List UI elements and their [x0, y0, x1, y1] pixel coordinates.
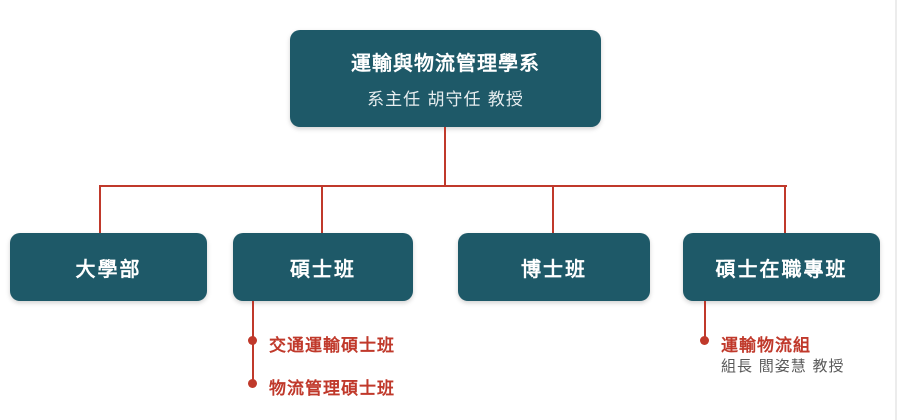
connector-drop-doctoral — [552, 185, 554, 233]
bullet-dot — [248, 379, 257, 388]
bullet-dot — [248, 336, 257, 345]
node-doctoral: 博士班 — [458, 233, 650, 301]
connector-horizontal — [99, 185, 787, 187]
bullet-dot — [700, 336, 709, 345]
group-leader-text: 組長 閻姿慧 教授 — [721, 357, 845, 375]
root-subtitle: 系主任 胡守任 教授 — [367, 90, 524, 110]
node-label: 大學部 — [75, 256, 142, 281]
connector-drop-masters-inservice — [784, 185, 786, 233]
node-undergraduate: 大學部 — [10, 233, 207, 301]
node-label: 碩士班 — [290, 256, 356, 281]
node-label: 碩士在職專班 — [715, 256, 848, 281]
sub-item-traffic-masters: 交通運輸碩士班 — [269, 336, 395, 356]
node-label: 博士班 — [521, 256, 587, 281]
sub-item-logistics-masters: 物流管理碩士班 — [269, 379, 395, 399]
connector-root-down — [444, 127, 446, 186]
sub-item-transport-logistics-group: 運輸物流組 — [721, 336, 811, 356]
connector-drop-undergraduate — [99, 185, 101, 233]
root-title: 運輸與物流管理學系 — [351, 51, 540, 75]
root-node: 運輸與物流管理學系 系主任 胡守任 教授 — [290, 30, 601, 127]
connector-inservice-sublist — [704, 301, 706, 341]
connector-drop-masters — [321, 185, 323, 233]
node-masters-inservice: 碩士在職專班 — [683, 233, 880, 301]
node-masters: 碩士班 — [233, 233, 413, 301]
